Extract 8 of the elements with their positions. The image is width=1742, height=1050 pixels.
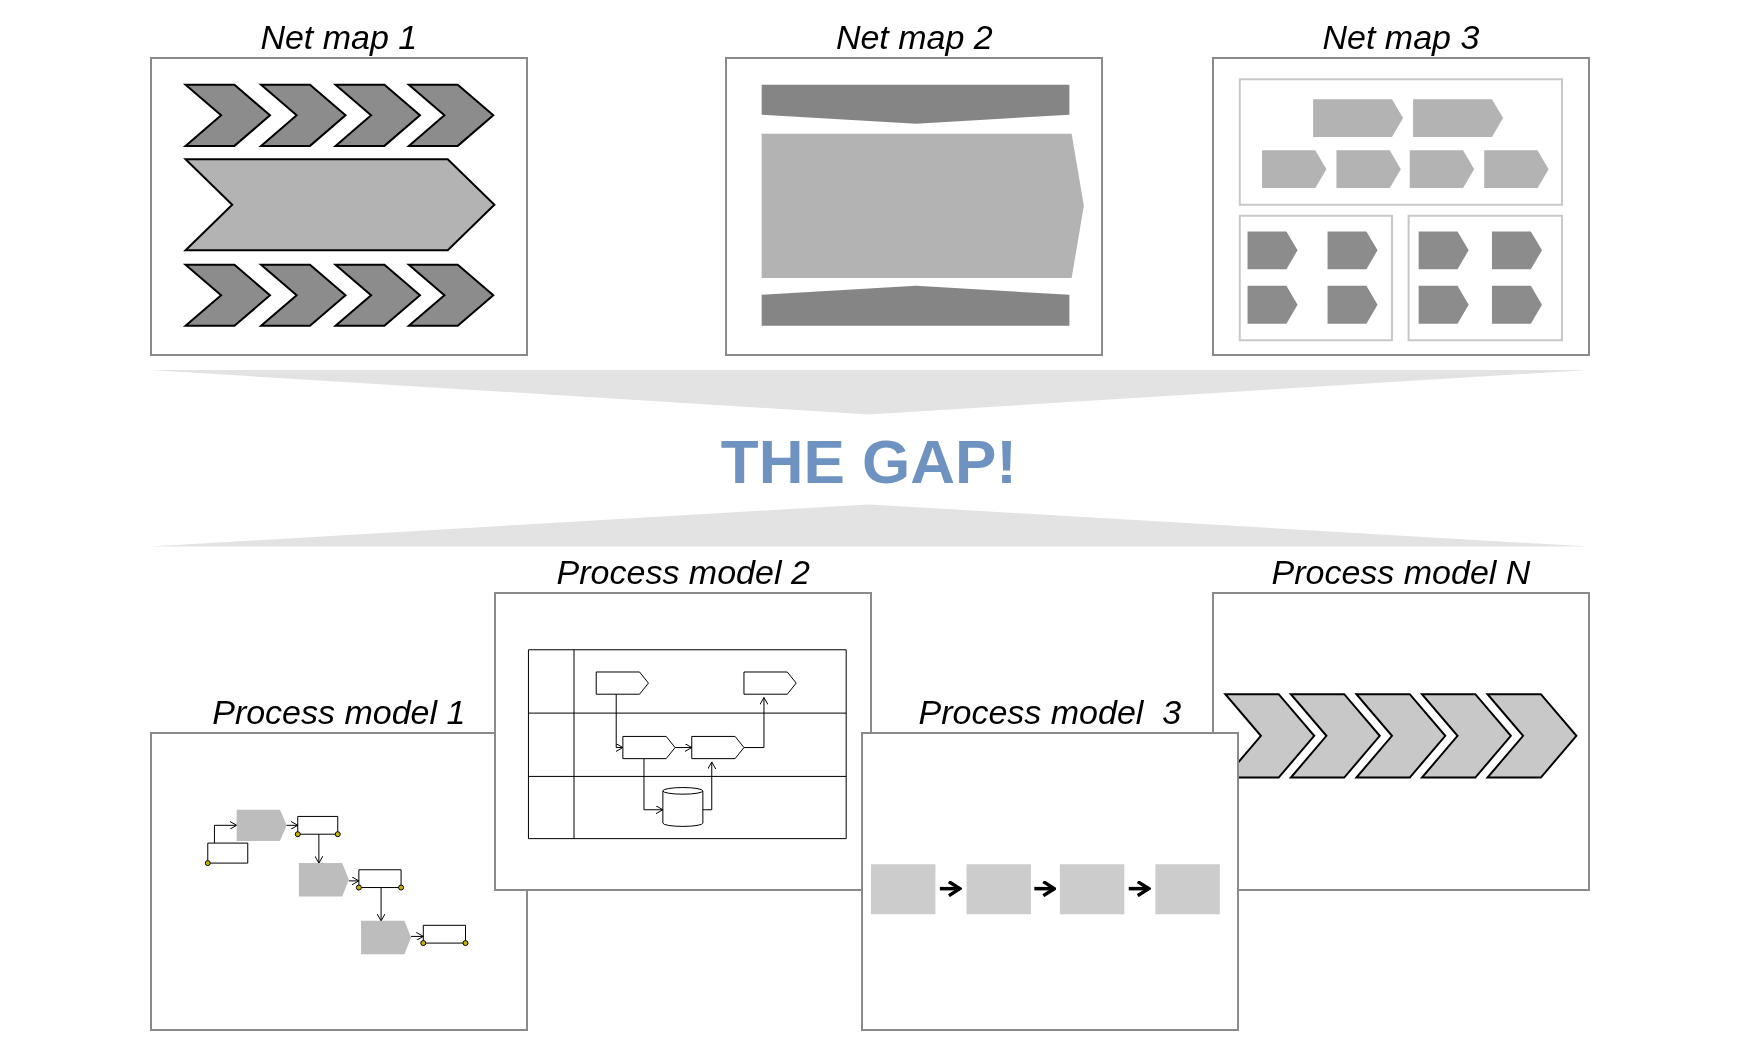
panel-title: Process model 1 <box>211 692 467 733</box>
panel-title: Net map 2 <box>834 16 994 57</box>
panel-title: Net map 3 <box>1321 16 1481 57</box>
panel-title: Net map 1 <box>259 16 419 57</box>
heading: THE GAP! <box>720 425 1017 497</box>
panel-title: Process model 3 <box>917 692 1183 733</box>
panel-title: Process model 2 <box>555 552 811 593</box>
panel-title: Process model N <box>1270 552 1532 593</box>
